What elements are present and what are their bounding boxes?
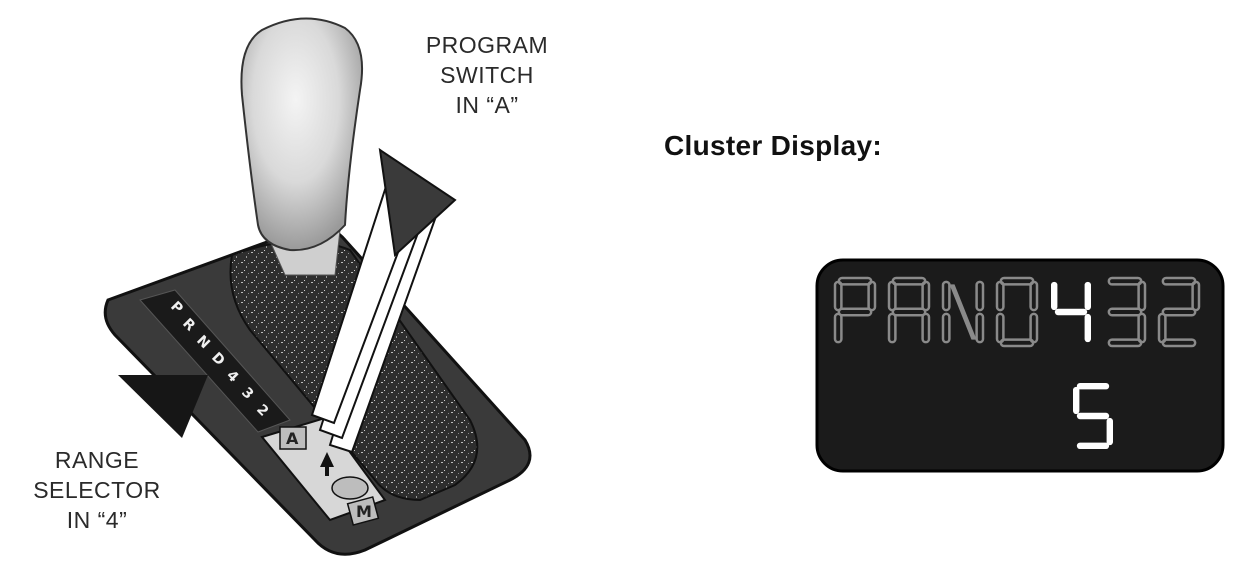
cluster-display-title: Cluster Display: (664, 130, 882, 161)
segment (1106, 417, 1113, 446)
segment (921, 312, 931, 344)
cluster-gear-p (833, 276, 877, 344)
range-label-line-2: SELECTOR (33, 477, 161, 503)
program-label-line-1: PROGRAM (425, 32, 549, 58)
segment (1084, 281, 1091, 311)
program-toggle-switch[interactable] (331, 476, 369, 500)
cluster-gear-3 (1107, 276, 1147, 348)
gear-shifter-illustration: P R N D 4 3 2 A M (103, 17, 532, 556)
range-label-line-3: IN “4” (66, 507, 128, 533)
segment (1076, 383, 1110, 390)
segment (1073, 386, 1080, 415)
range-selector-label: RANGE SELECTOR IN “4” (22, 445, 172, 535)
segment (941, 312, 951, 344)
cluster-gear-n (941, 280, 985, 344)
cluster-gear-d (995, 276, 1039, 348)
segment (995, 312, 1005, 344)
segment (949, 284, 977, 340)
segment (1076, 412, 1110, 420)
segment (1107, 307, 1143, 317)
program-label-line-3: IN “A” (455, 92, 519, 118)
segment (1084, 313, 1091, 343)
segment (1076, 442, 1110, 449)
manual-button-label: M (356, 502, 372, 521)
cluster-mode-indicator (1073, 383, 1113, 449)
program-switch-label: PROGRAM SWITCH IN “A” (412, 30, 562, 120)
shift-knob (240, 17, 364, 252)
segment (1054, 308, 1088, 316)
segment (837, 307, 873, 317)
segment (941, 280, 951, 312)
segment (975, 312, 985, 344)
segment (1107, 338, 1143, 348)
segment (1161, 307, 1197, 317)
cluster-gear-r (887, 276, 931, 344)
segment (975, 280, 985, 312)
range-label-line-1: RANGE (54, 447, 140, 473)
cluster-gear-2 (1157, 276, 1201, 348)
auto-button[interactable] (279, 426, 307, 450)
segment (995, 280, 1005, 312)
range-pointer-icon (118, 375, 208, 438)
segment (833, 312, 843, 344)
cluster-gear-4 (1051, 281, 1091, 343)
segment (1051, 281, 1058, 311)
segment (1161, 338, 1197, 348)
segment (887, 312, 897, 344)
manual-button[interactable] (346, 496, 380, 526)
program-label-line-2: SWITCH (440, 62, 534, 88)
gate-indicator: P R N D 4 3 2 (139, 289, 291, 433)
auto-button-label: A (286, 429, 299, 448)
segment (1029, 280, 1039, 312)
program-switch-panel: A M (260, 416, 387, 526)
switch-arrow-icon (320, 452, 334, 476)
cluster-display (815, 258, 1225, 473)
motion-arrow-icon (310, 147, 457, 454)
cluster-display-panel (815, 258, 1225, 473)
segment (891, 307, 927, 317)
